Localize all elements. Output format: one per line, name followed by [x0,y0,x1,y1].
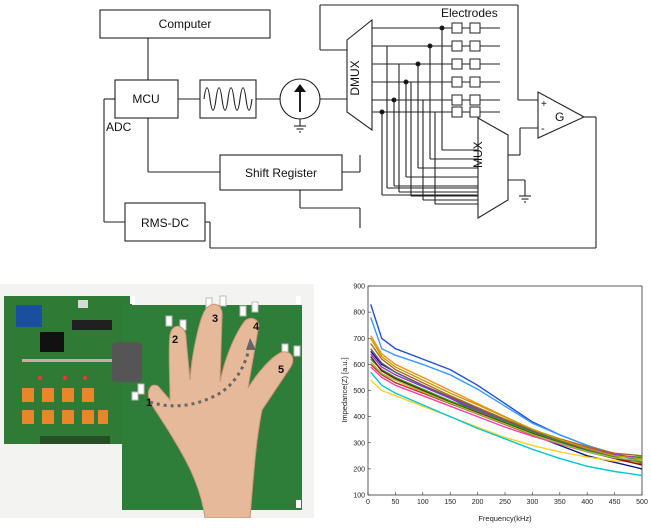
junction-dot [391,97,397,103]
electrode-pad [451,76,463,88]
junction-dot [427,43,433,49]
series-line-2 [370,317,643,461]
y-tick-label: 100 [353,493,365,500]
current-source [279,78,321,120]
x-tick-label: 200 [472,499,484,506]
amplifier-plus: + [541,99,547,110]
electrode-pad [451,106,463,118]
electrodes-label: Electrodes [441,6,498,20]
electrode-channels [372,22,500,205]
finger-label-4: 4 [253,321,260,333]
finger-label-5: 5 [278,364,284,376]
y-tick-label: 600 [353,362,365,369]
x-tick-label: 450 [609,499,621,506]
electrode-pad [451,58,463,70]
electrode-pad [451,94,463,106]
y-tick-label: 800 [353,310,365,317]
dmux-block: DMUX [346,18,373,132]
y-tick-label: 900 [353,284,365,291]
x-tick-label: 250 [499,499,511,506]
electrode-pad [469,40,481,52]
x-tick-label: 0 [366,499,370,506]
series-line-9 [370,343,643,457]
y-tick-label: 500 [353,388,365,395]
series-line-15 [370,337,643,460]
junction-dot [415,61,421,67]
shift-register-block: Shift Register [219,154,343,191]
electrode-pad [451,22,463,34]
y-tick-label: 300 [353,440,365,447]
signal-generator-block [199,79,257,119]
measurement-path [149,344,252,408]
finger-label-1: 1 [146,397,152,409]
mux-block: MUX [471,117,509,219]
arrow-up-icon [294,84,306,92]
sine-wave-icon [203,87,253,111]
electrode-pad [469,22,481,34]
electrode-pad [469,76,481,88]
mcu-label: MCU [132,92,159,106]
x-axis-ticks: 0 50 100 150 200 250 300 350 400 450 500 [366,492,648,506]
amplifier-label: G [555,110,564,124]
series-line-11 [370,371,643,477]
hand-shape [147,303,294,518]
adc-label: ADC [106,120,132,134]
x-axis-label: Frequency(kHz) [478,514,532,523]
x-tick-label: 150 [444,499,456,506]
shift-register-label: Shift Register [245,166,317,180]
electrode-pad [469,58,481,70]
electrode-pad [469,94,481,106]
y-axis-label: Impedance(Z) [a.u.] [340,357,349,422]
electrode-pad [469,106,481,118]
rms-dc-block: RMS-DC [124,202,206,242]
plot-area [367,285,643,496]
series-line-6 [370,379,643,463]
block-diagram: Computer MCU ADC DMUX Electrodes MUX Sh [99,4,597,249]
series-lines [370,304,643,477]
wires [103,4,597,249]
mcu-block: MCU [114,79,179,119]
x-tick-label: 100 [417,499,429,506]
x-tick-label: 500 [636,499,648,506]
impedance-chart: 100 200 300 400 500 600 700 800 900 0 50 100 150 200… [340,284,648,524]
finger-label-2: 2 [172,334,178,346]
x-tick-label: 350 [554,499,566,506]
amplifier-g: G + - [537,91,586,139]
x-tick-label: 400 [581,499,593,506]
x-tick-label: 50 [392,499,400,506]
computer-block: Computer [99,9,271,39]
hand-photo: 1 2 3 4 5 [0,284,314,518]
computer-label: Computer [159,17,212,31]
mux-label: MUX [471,141,485,168]
rms-dc-label: RMS-DC [141,216,189,230]
amplifier-minus: - [541,123,545,135]
finger-label-3: 3 [212,313,218,325]
y-tick-label: 400 [353,414,365,421]
y-tick-label: 700 [353,336,365,343]
electrode-pad [451,40,463,52]
x-tick-label: 300 [527,499,539,506]
junction-dot [379,109,385,115]
dmux-label: DMUX [348,60,362,95]
series-line-14 [370,361,643,462]
y-axis-ticks: 100 200 300 400 500 600 700 800 900 [353,284,371,500]
junction-dot [403,79,409,85]
junction-dot [439,25,445,31]
series-line-13 [370,348,643,463]
y-tick-label: 200 [353,466,365,473]
